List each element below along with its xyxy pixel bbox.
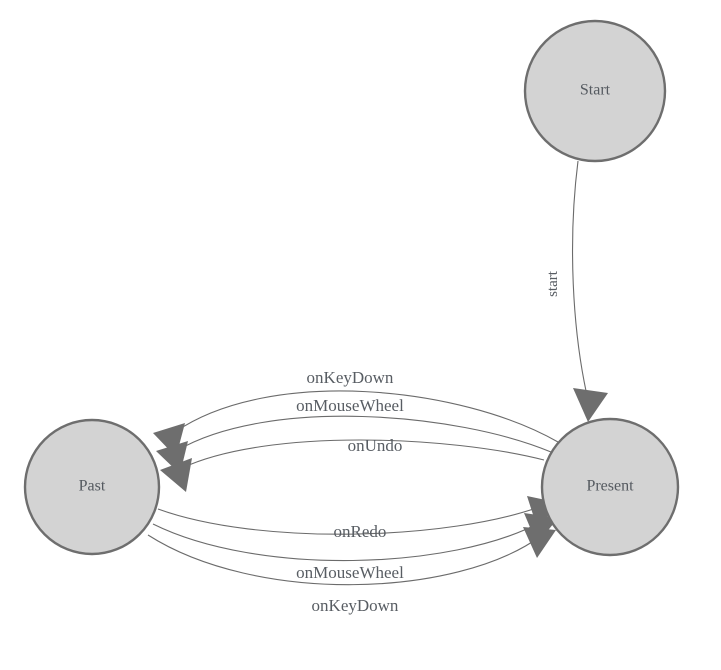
edge-undo-path	[181, 439, 545, 469]
node-present-circle	[540, 417, 680, 557]
node-past-circle	[23, 418, 161, 556]
node-past-label: Past	[79, 478, 106, 495]
edge-undo-mousewheel-path	[177, 415, 552, 453]
edge-undo[interactable]: onUndo	[160, 436, 545, 492]
edge-start-label: start	[545, 270, 561, 297]
edge-undo-keydown-path	[174, 390, 559, 443]
edge-redo-keydown-path	[147, 534, 542, 586]
edge-redo-path	[157, 505, 543, 535]
edge-start-arrowhead	[573, 388, 608, 422]
edge-start-path	[572, 160, 589, 401]
node-past[interactable]: Past	[23, 418, 161, 556]
edge-redo-keydown[interactable]: onKeyDown	[147, 527, 556, 615]
edge-redo-mousewheel[interactable]: onMouseWheel	[152, 513, 558, 582]
edge-redo-mousewheel-arrowhead	[524, 513, 558, 544]
edge-undo-mousewheel-label: onMouseWheel	[296, 396, 404, 415]
edge-start[interactable]: start	[545, 160, 608, 422]
edge-redo-keydown-arrowhead	[523, 527, 556, 558]
node-start-label: Start	[580, 82, 611, 99]
edge-redo-mousewheel-path	[152, 521, 542, 562]
edge-redo-mousewheel-label: onMouseWheel	[296, 563, 404, 582]
edge-undo-arrowhead	[160, 458, 192, 492]
edge-undo-keydown-label: onKeyDown	[307, 368, 394, 387]
edge-redo-keydown-label: onKeyDown	[312, 596, 399, 615]
node-present[interactable]: Present	[540, 417, 680, 557]
node-start-circle	[523, 19, 667, 163]
edge-undo-label: onUndo	[348, 436, 403, 455]
edge-redo[interactable]: onRedo	[157, 496, 560, 541]
edge-undo-mousewheel[interactable]: onMouseWheel	[156, 396, 552, 474]
node-start[interactable]: Start	[523, 19, 667, 163]
edge-redo-label: onRedo	[334, 522, 387, 541]
node-present-label: Present	[586, 478, 634, 495]
